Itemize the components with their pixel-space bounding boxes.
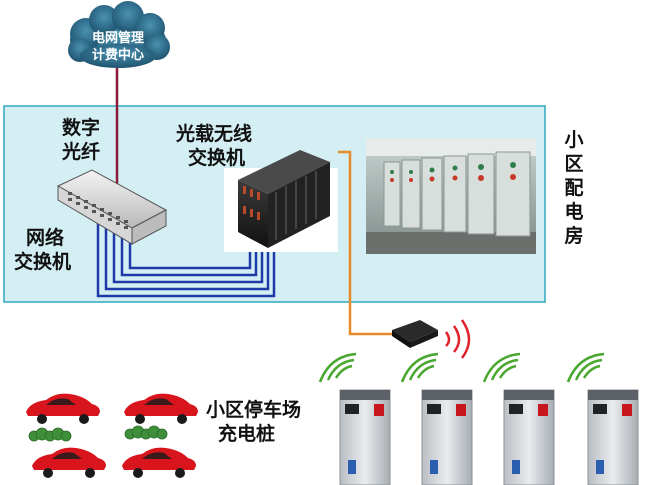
- network-switch-label: 网络 交换机: [14, 226, 71, 274]
- network-switch-label-line2: 交换机: [14, 251, 72, 273]
- red-sports-car-icon: [124, 393, 198, 424]
- substation-char: 电: [564, 201, 584, 223]
- switchgear-room-photo: [366, 138, 536, 254]
- wireless-signal-icon: [444, 319, 471, 359]
- fiber-label-line1: 数字: [62, 117, 101, 139]
- substation-label: 小 区 配 电 房: [562, 128, 586, 248]
- orange-cable: [338, 150, 398, 336]
- substation-char: 小: [564, 129, 584, 151]
- cloud-label-line1: 电网管理: [91, 31, 144, 46]
- cloud-icon: [68, 1, 170, 68]
- optical-switch-label-line2: 交换机: [188, 147, 246, 169]
- shrub-icon: [124, 425, 168, 440]
- cloud-label: 电网管理 计费中心: [72, 30, 164, 64]
- substation-char: 配: [564, 177, 584, 199]
- optical-switch-label-line1: 光载无线: [176, 123, 253, 145]
- shrub-icon: [28, 427, 72, 442]
- fiber-label-line2: 光纤: [62, 141, 101, 163]
- fiber-label: 数字 光纤: [62, 116, 100, 164]
- parking-label: 小区停车场 充电桩: [206, 398, 301, 446]
- charging-pile-4: [566, 352, 639, 485]
- optical-switch-rack-icon: [238, 150, 330, 248]
- red-sports-car-icon: [122, 447, 196, 478]
- optical-switch-label: 光载无线 交换机: [176, 122, 252, 170]
- parking-label-line2: 充电桩: [218, 423, 276, 445]
- substation-char: 房: [564, 225, 584, 247]
- charging-pile-1: [318, 352, 391, 485]
- charging-pile-2: [400, 352, 473, 485]
- red-sports-car-icon: [32, 447, 106, 478]
- parking-label-line1: 小区停车场: [206, 399, 302, 421]
- network-switch-label-line1: 网络: [26, 227, 65, 249]
- red-sports-car-icon: [26, 393, 100, 424]
- wireless-node-icon: [392, 320, 438, 348]
- cloud-label-line2: 计费中心: [91, 48, 144, 63]
- charging-pile-3: [482, 352, 555, 485]
- substation-char: 区: [564, 153, 584, 175]
- network-switch-icon: [56, 169, 168, 245]
